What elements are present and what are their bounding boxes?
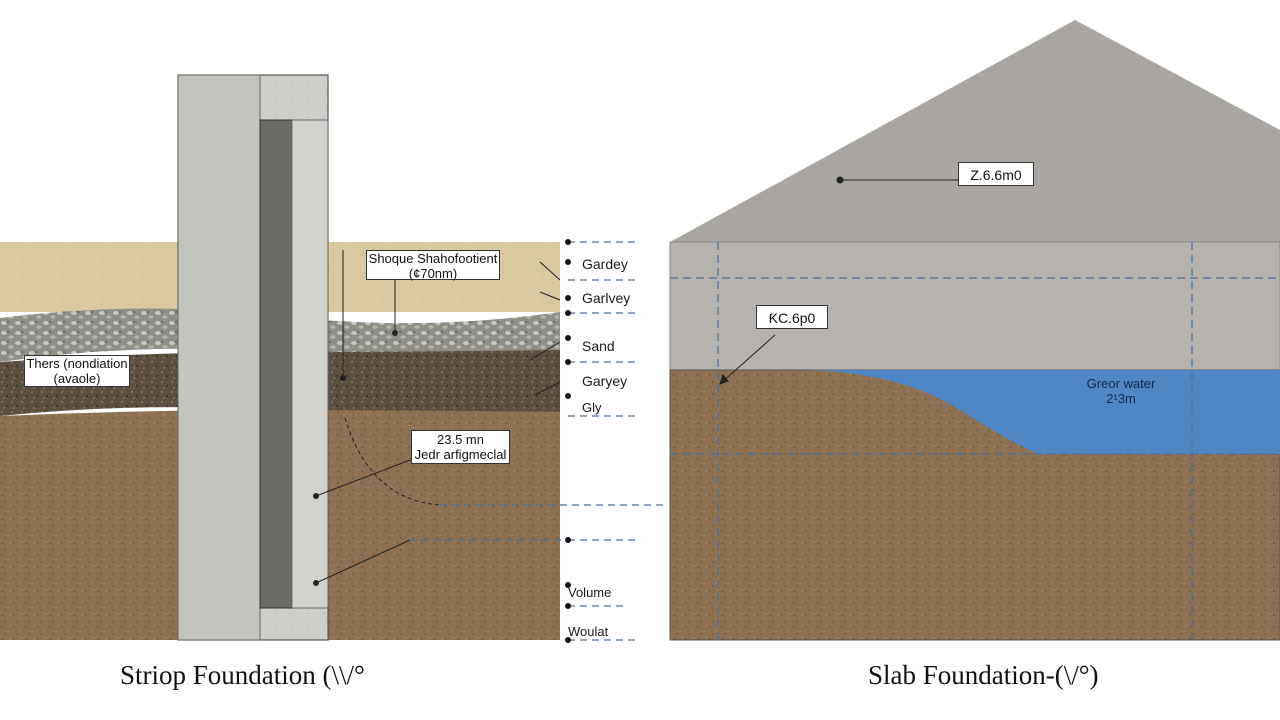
callout-shoque: Shoque Shahofootient (¢70nm) [366, 250, 500, 281]
right-dimension-lines [670, 242, 1280, 640]
layer-label-woulat: Woulat [568, 624, 609, 639]
callout-thers: Thers (nondiation (avaole) [24, 355, 130, 387]
callout-thers-line2: (avaole) [53, 370, 101, 386]
roof-dimension-label: Z.6.6m0 [958, 162, 1034, 186]
layer-label-garyey: Garyey [582, 373, 628, 389]
layer-label-garlvey: Garlvey [582, 290, 631, 306]
slab-foundation-structure [669, 20, 1280, 641]
groundwater-label-line1: Greor water [1086, 376, 1156, 391]
layer-label-gly: Gly [582, 400, 602, 415]
column-core [259, 119, 293, 609]
caption-strip-foundation: Striop Foundation (\\/° [120, 660, 365, 690]
callout-jedr: 23.5 mn Jedr arfigmeclal [411, 430, 510, 464]
layer-label-sand: Sand [582, 338, 615, 354]
callout-shoque-line1: Shoque Shahofootient [368, 251, 498, 266]
groundwater-label-line2: 2¹3m [1106, 391, 1136, 406]
roof [670, 20, 1280, 242]
callout-shoque-line2: (¢70nm) [408, 265, 458, 281]
callout-jedr-line1: 23.5 mn [437, 432, 484, 447]
callout-jedr-line2: Jedr arfigmeclal [414, 446, 507, 462]
groundwater-area [805, 370, 1280, 454]
right-leaders [719, 176, 958, 385]
left-dimension-dots [565, 239, 571, 643]
column-inner-left [177, 74, 261, 641]
column-inner-right [291, 119, 329, 609]
slab-dimension-label: ƘC.6p0 [756, 305, 828, 329]
layer-label-gardey: Gardey [582, 256, 628, 272]
strip-foundation-column [177, 74, 329, 641]
groundwater-label: Greor water 2¹3m [1066, 376, 1176, 406]
callout-thers-line1: Thers (nondiation [26, 356, 128, 371]
layer-label-volume: Volume [568, 585, 612, 600]
caption-slab-foundation: Slab Foundation-(\/°) [868, 660, 1099, 690]
left-leaders [111, 250, 561, 586]
left-dimension-lines [410, 241, 665, 641]
